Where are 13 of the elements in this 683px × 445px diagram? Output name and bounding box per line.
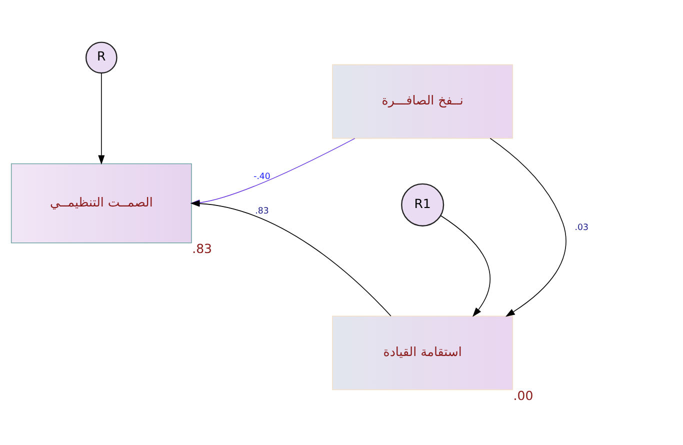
node-box: نــفخ الصافـــرة: [332, 64, 514, 138]
node-circle: R: [85, 41, 118, 74]
edge-label: .83: [255, 206, 269, 216]
node-box: الصمــت التنظيمــي: [10, 162, 192, 243]
node-circle: R1: [401, 182, 444, 226]
arrow: [490, 137, 566, 316]
node-label: .00: [513, 387, 534, 402]
edge-label: -.40: [254, 171, 270, 182]
node-box: استقامة القيادة: [332, 315, 514, 390]
arrow: [440, 214, 491, 316]
edge-label: .03: [574, 222, 588, 232]
arrow: [98, 72, 105, 164]
node-label: .83: [192, 240, 212, 256]
